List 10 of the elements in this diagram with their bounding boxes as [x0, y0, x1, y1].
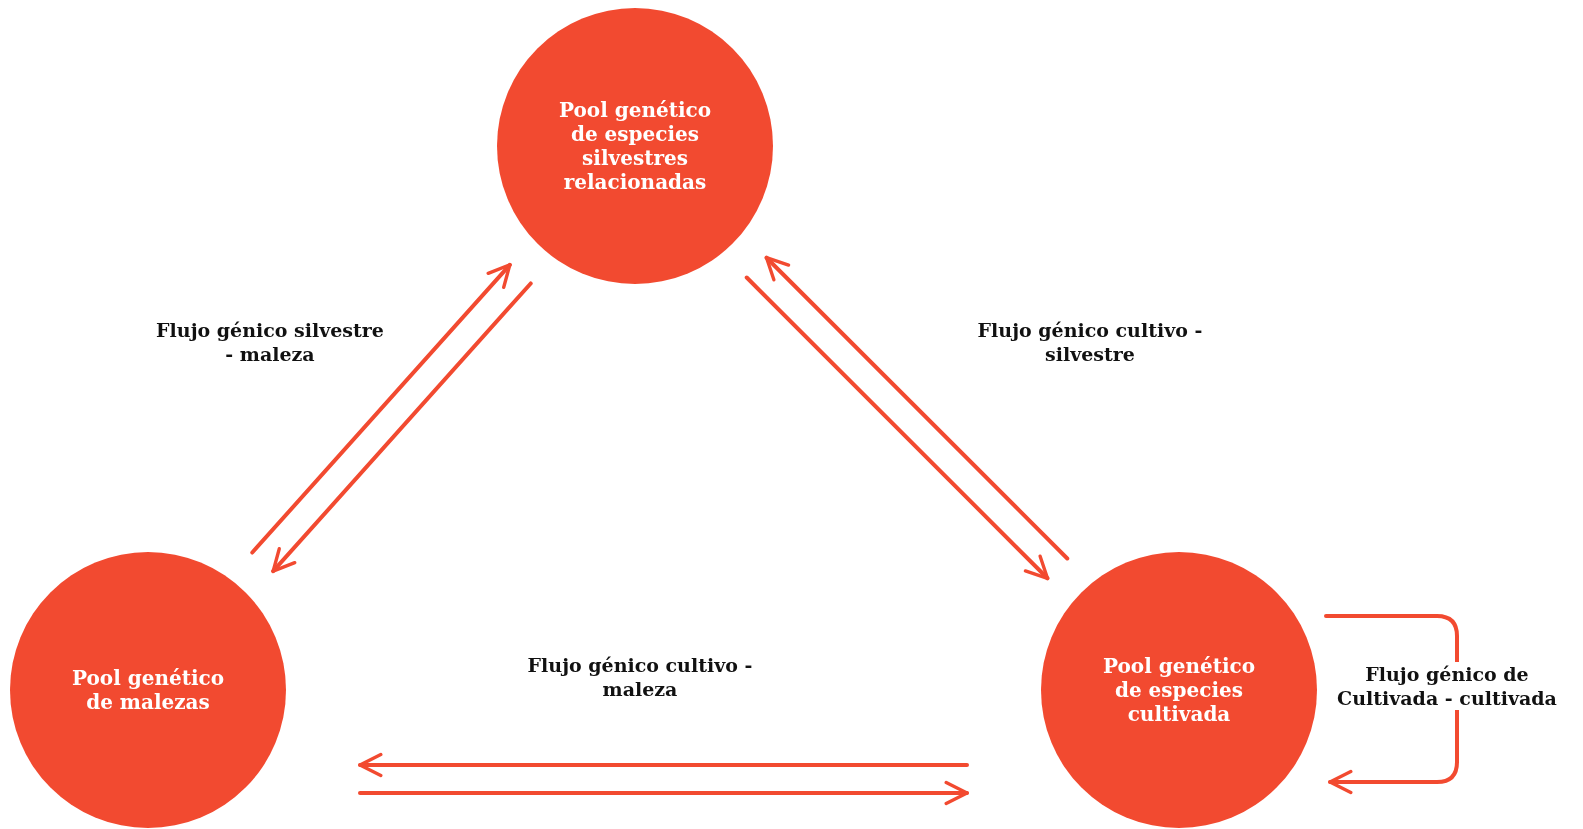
arrow [271, 281, 533, 574]
arrow [358, 780, 969, 806]
arrow [744, 275, 1050, 581]
arrow [250, 262, 512, 555]
arrow [764, 255, 1070, 561]
node-label: Pool genético de malezas [70, 666, 226, 714]
node-label: Pool genético de especies silvestres relacionadas [557, 98, 713, 194]
node-label: Pool genético de especies cultivada [1101, 654, 1257, 726]
arrow [358, 752, 969, 778]
arrow [1324, 614, 1459, 795]
